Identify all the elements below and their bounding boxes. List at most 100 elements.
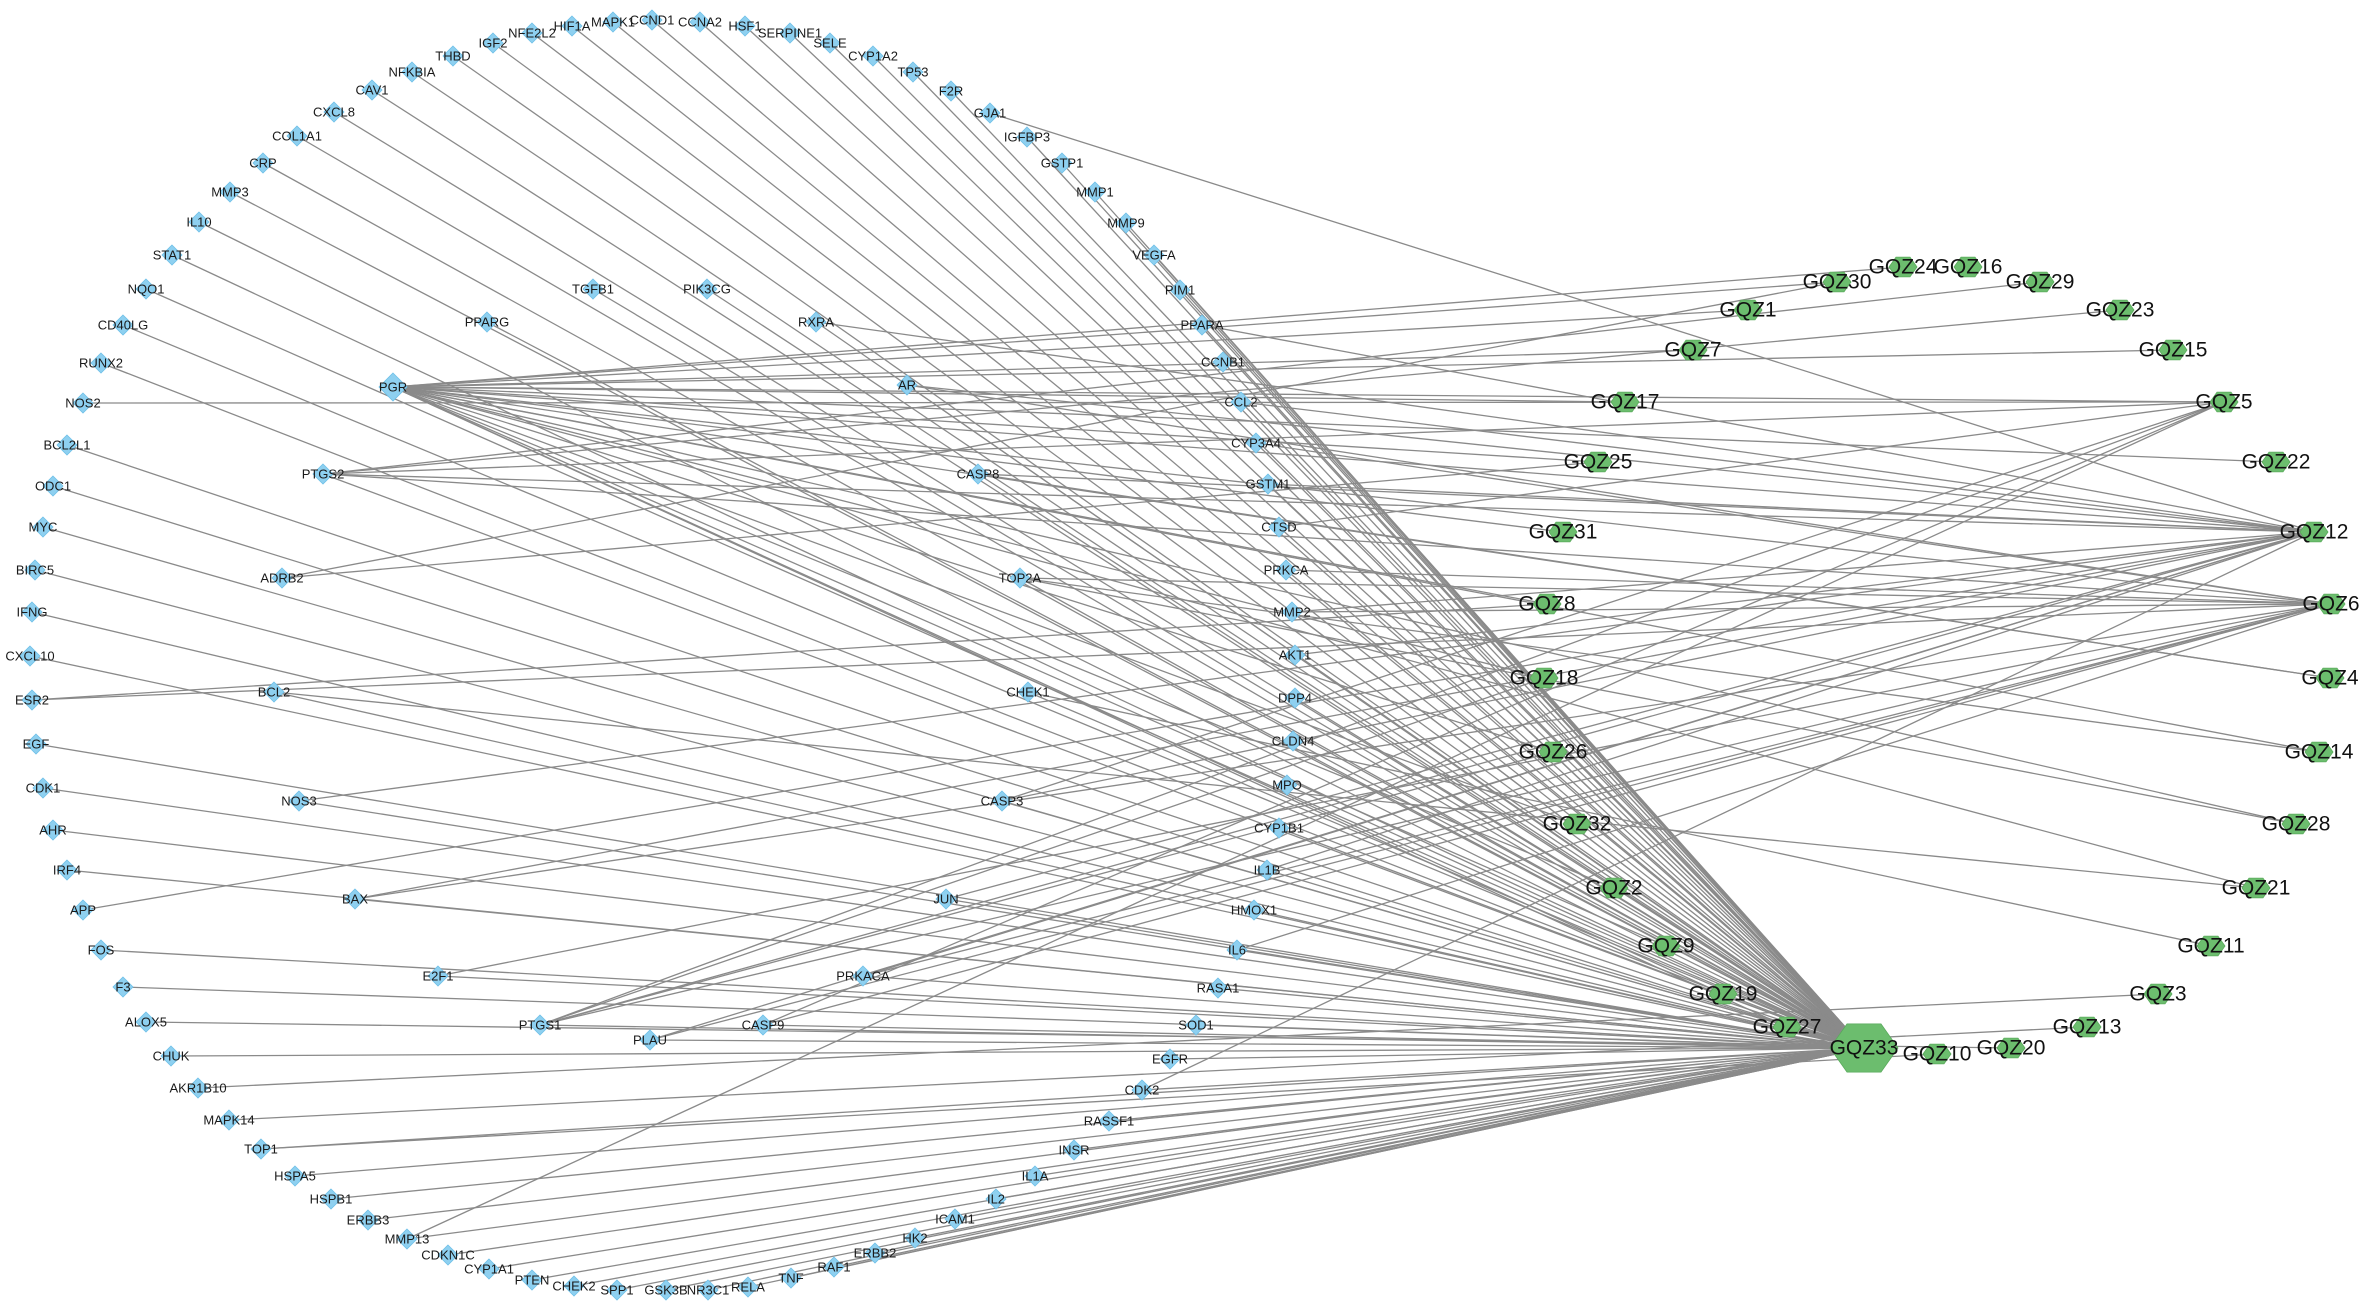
compound-node-gqz4[interactable]: GQZ4: [2301, 667, 2358, 690]
gene-node-casp8[interactable]: CASP8: [957, 463, 1000, 485]
compound-node-gqz2[interactable]: GQZ2: [1585, 877, 1642, 900]
gene-node-insr[interactable]: INSR: [1058, 1139, 1090, 1161]
compound-node-gqz23[interactable]: GQZ23: [2086, 299, 2155, 322]
gene-node-tnf[interactable]: TNF: [778, 1267, 804, 1289]
gene-node-hif1a[interactable]: HIF1A: [554, 15, 591, 37]
gene-node-casp9[interactable]: CASP9: [742, 1014, 785, 1036]
gene-node-hmox1[interactable]: HMOX1: [1231, 899, 1277, 921]
gene-node-igfbp3[interactable]: IGFBP3: [1004, 126, 1050, 148]
compound-node-gqz27[interactable]: GQZ27: [1753, 1016, 1822, 1039]
gene-node-sod1[interactable]: SOD1: [1178, 1014, 1214, 1036]
gene-node-ppara[interactable]: PPARA: [1180, 314, 1224, 336]
gene-node-irf4[interactable]: IRF4: [53, 859, 81, 881]
gene-node-prkca[interactable]: PRKCA: [1264, 559, 1309, 581]
gene-node-nfkbia[interactable]: NFKBIA: [389, 61, 436, 83]
gene-node-myc[interactable]: MYC: [29, 516, 58, 538]
gene-node-cyp1a1[interactable]: CYP1A1: [464, 1258, 514, 1280]
gene-node-tp53[interactable]: TP53: [897, 61, 929, 83]
compound-node-gqz25[interactable]: GQZ25: [1564, 451, 1633, 474]
gene-node-nos3[interactable]: NOS3: [281, 790, 317, 812]
gene-node-egfr[interactable]: EGFR: [1152, 1048, 1188, 1070]
gene-node-icam1[interactable]: ICAM1: [935, 1208, 975, 1230]
gene-node-esr2[interactable]: ESR2: [15, 689, 49, 711]
compound-node-gqz14[interactable]: GQZ14: [2285, 741, 2354, 764]
gene-node-cyp3a4[interactable]: CYP3A4: [1231, 432, 1281, 454]
compound-node-gqz31[interactable]: GQZ31: [1529, 521, 1598, 544]
compound-node-gqz33[interactable]: GQZ33: [1829, 1023, 1899, 1073]
compound-node-gqz11[interactable]: GQZ11: [2177, 935, 2244, 958]
compound-node-gqz28[interactable]: GQZ28: [2262, 813, 2331, 836]
gene-node-f3[interactable]: F3: [112, 976, 134, 998]
compound-node-gqz32[interactable]: GQZ32: [1543, 813, 1612, 836]
compound-node-gqz30[interactable]: GQZ30: [1803, 271, 1872, 294]
compound-node-gqz21[interactable]: GQZ21: [2222, 877, 2291, 900]
gene-node-hk2[interactable]: HK2: [902, 1227, 928, 1249]
gene-node-cdk1[interactable]: CDK1: [26, 777, 61, 799]
gene-node-ccna2[interactable]: CCNA2: [678, 11, 722, 33]
compound-node-gqz1[interactable]: GQZ1: [1719, 299, 1776, 322]
gene-node-rela[interactable]: RELA: [731, 1276, 765, 1298]
gene-node-rassf1[interactable]: RASSF1: [1084, 1110, 1135, 1132]
compound-node-gqz29[interactable]: GQZ29: [2006, 271, 2075, 294]
gene-node-ccnd1[interactable]: CCND1: [630, 9, 675, 31]
gene-node-akt1[interactable]: AKT1: [1279, 644, 1312, 666]
gene-node-il10[interactable]: IL10: [186, 211, 212, 233]
gene-node-mapk14[interactable]: MAPK14: [203, 1109, 255, 1131]
compound-node-gqz7[interactable]: GQZ7: [1664, 339, 1721, 362]
gene-node-rasa1[interactable]: RASA1: [1197, 977, 1240, 999]
gene-node-adrb2[interactable]: ADRB2: [260, 567, 304, 589]
gene-node-runx2[interactable]: RUNX2: [79, 352, 123, 374]
gene-node-ccnb1[interactable]: CCNB1: [1201, 351, 1245, 373]
gene-node-e2f1[interactable]: E2F1: [422, 965, 454, 987]
compound-node-gqz26[interactable]: GQZ26: [1519, 741, 1588, 764]
gene-node-erbb3[interactable]: ERBB3: [347, 1209, 390, 1231]
compound-node-gqz6[interactable]: GQZ6: [2302, 593, 2359, 616]
gene-node-cav1[interactable]: CAV1: [356, 79, 389, 101]
gene-node-stat1[interactable]: STAT1: [153, 244, 192, 266]
compound-node-gqz3[interactable]: GQZ3: [2129, 983, 2186, 1006]
gene-node-top2a[interactable]: TOP2A: [999, 567, 1042, 589]
gene-node-cd40lg[interactable]: CD40LG: [98, 314, 149, 336]
gene-node-plau[interactable]: PLAU: [633, 1029, 667, 1051]
gene-node-thbd[interactable]: THBD: [435, 45, 471, 67]
compound-node-gqz17[interactable]: GQZ17: [1591, 391, 1660, 414]
gene-node-ptgs1[interactable]: PTGS1: [519, 1014, 562, 1036]
gene-node-serpine1[interactable]: SERPINE1: [758, 22, 822, 44]
gene-node-akr1b10[interactable]: AKR1B10: [169, 1077, 227, 1099]
gene-node-jun[interactable]: JUN: [933, 888, 959, 910]
gene-node-sele[interactable]: SELE: [813, 32, 847, 54]
gene-node-casp3[interactable]: CASP3: [981, 790, 1024, 812]
gene-node-tgfb1[interactable]: TGFB1: [572, 278, 614, 300]
compound-node-gqz20[interactable]: GQZ20: [1977, 1037, 2046, 1060]
compound-node-gqz19[interactable]: GQZ19: [1689, 983, 1758, 1006]
gene-node-chuk[interactable]: CHUK: [153, 1045, 190, 1067]
gene-node-bax[interactable]: BAX: [342, 888, 368, 910]
gene-node-cxcl10[interactable]: CXCL10: [5, 645, 55, 667]
gene-node-mmp3[interactable]: MMP3: [211, 181, 249, 203]
gene-node-hsf1[interactable]: HSF1: [728, 15, 762, 37]
gene-node-igf2[interactable]: IGF2: [479, 32, 508, 54]
gene-node-pim1[interactable]: PIM1: [1165, 279, 1195, 301]
gene-node-mmp13[interactable]: MMP13: [385, 1228, 430, 1250]
gene-node-f2r[interactable]: F2R: [939, 80, 964, 102]
gene-node-mpo[interactable]: MPO: [1272, 774, 1302, 796]
compound-node-gqz15[interactable]: GQZ15: [2139, 339, 2208, 362]
gene-node-odc1[interactable]: ODC1: [35, 475, 71, 497]
gene-node-hspa5[interactable]: HSPA5: [274, 1165, 316, 1187]
gene-node-gstm1[interactable]: GSTM1: [1246, 473, 1291, 495]
gene-node-cyp1b1[interactable]: CYP1B1: [1254, 817, 1304, 839]
gene-node-gstp1[interactable]: GSTP1: [1041, 152, 1084, 174]
gene-node-cdk2[interactable]: CDK2: [1125, 1079, 1160, 1101]
compound-node-gqz8[interactable]: GQZ8: [1518, 593, 1575, 616]
gene-node-alox5[interactable]: ALOX5: [125, 1011, 167, 1033]
gene-node-prkaca[interactable]: PRKACA: [836, 965, 890, 987]
gene-node-chek2[interactable]: CHEK2: [552, 1275, 596, 1297]
gene-node-hspb1[interactable]: HSPB1: [310, 1188, 353, 1210]
gene-node-pik3cg[interactable]: PIK3CG: [683, 278, 731, 300]
gene-node-rxra[interactable]: RXRA: [798, 311, 834, 333]
compound-node-gqz22[interactable]: GQZ22: [2242, 451, 2311, 474]
compound-node-gqz13[interactable]: GQZ13: [2053, 1016, 2122, 1039]
gene-node-dpp4[interactable]: DPP4: [1278, 687, 1312, 709]
gene-node-mmp9[interactable]: MMP9: [1107, 212, 1145, 234]
gene-node-nqo1[interactable]: NQO1: [128, 278, 165, 300]
